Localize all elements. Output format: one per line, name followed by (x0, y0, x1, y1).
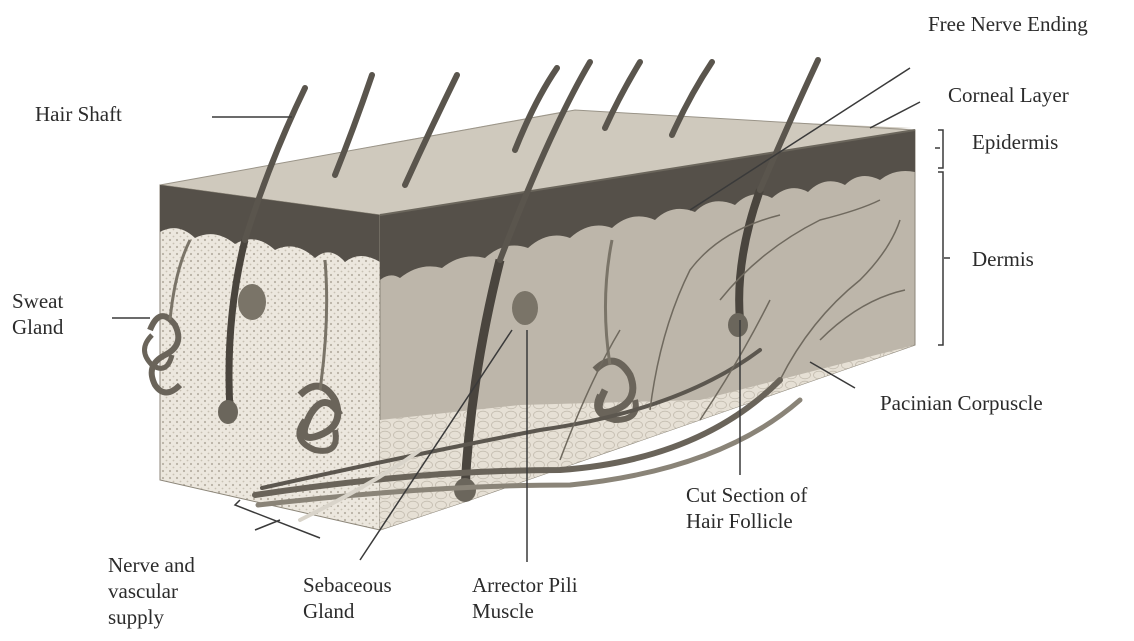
label-corneal-layer: Corneal Layer (948, 82, 1069, 108)
label-hair-shaft: Hair Shaft (35, 101, 122, 127)
label-sebaceous-gland-line2: Gland (303, 598, 392, 624)
label-cut-section-line2: Hair Follicle (686, 508, 807, 534)
label-sweat-gland-line1: Sweat (12, 288, 63, 314)
label-nerve-vascular-line3: supply (108, 604, 195, 630)
label-sweat-gland: Sweat Gland (12, 288, 63, 340)
hair-bulb-left (218, 400, 238, 424)
label-arrector-pili: Arrector Pili Muscle (472, 572, 578, 624)
label-sweat-gland-line2: Gland (12, 314, 63, 340)
label-arrector-pili-line1: Arrector Pili (472, 572, 578, 598)
sebaceous-gland-front (512, 291, 538, 325)
label-dermis: Dermis (972, 246, 1034, 272)
label-nerve-vascular-line2: vascular (108, 578, 195, 604)
label-pacinian-corpuscle: Pacinian Corpuscle (880, 390, 1043, 416)
label-epidermis: Epidermis (972, 129, 1058, 155)
hair-bulb-cut (728, 313, 748, 337)
label-nerve-vascular: Nerve and vascular supply (108, 552, 195, 630)
label-cut-section-line1: Cut Section of (686, 482, 807, 508)
label-cut-section: Cut Section of Hair Follicle (686, 482, 807, 534)
sebaceous-gland-left (238, 284, 266, 320)
label-nerve-vascular-line1: Nerve and (108, 552, 195, 578)
label-sebaceous-gland: Sebaceous Gland (303, 572, 392, 624)
label-free-nerve-ending: Free Nerve Ending (928, 11, 1088, 37)
label-sebaceous-gland-line1: Sebaceous (303, 572, 392, 598)
label-arrector-pili-line2: Muscle (472, 598, 578, 624)
